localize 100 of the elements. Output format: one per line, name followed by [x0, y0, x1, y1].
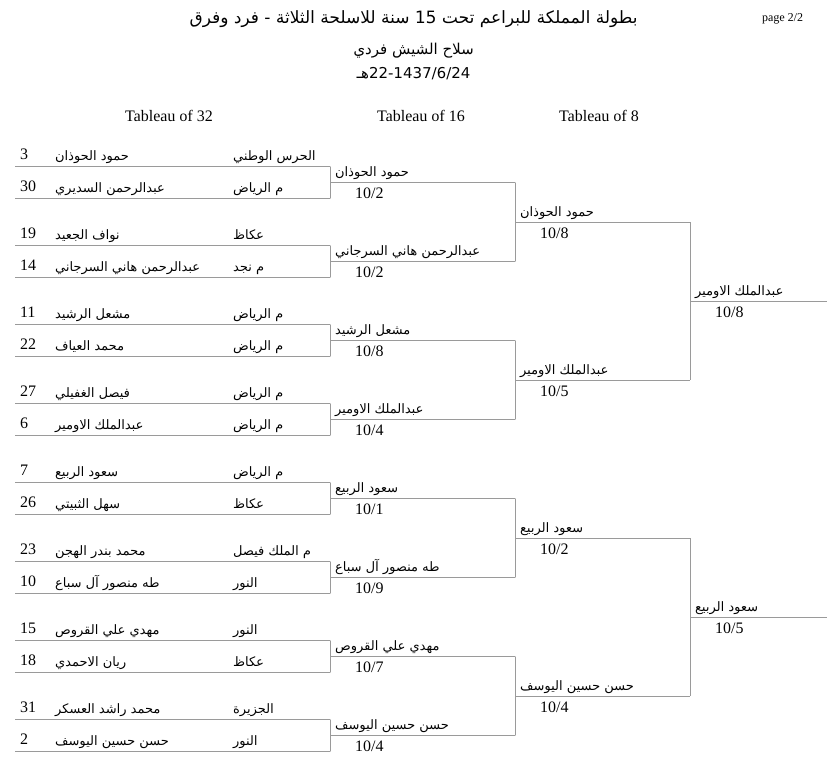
bout-score: 10/1	[355, 501, 384, 518]
fencer-name: سعود الربيع	[335, 481, 398, 496]
bracket-connector	[330, 166, 331, 183]
seed-number: 27	[20, 383, 36, 401]
bout-score: 10/8	[355, 343, 384, 360]
fencer-name: فيصل الغفيلي	[55, 386, 130, 401]
fencer-name: نواف الجعيد	[55, 228, 120, 243]
seed-number: 23	[20, 541, 36, 559]
bracket-connector	[330, 245, 331, 262]
fencer-name: طه منصور آل سباع	[55, 576, 160, 591]
fencer-name: سعود الربيع	[695, 600, 758, 614]
bracket-connector	[330, 403, 331, 420]
bracket-connector	[330, 656, 331, 673]
fencer-name: مشعل الرشيد	[335, 323, 410, 338]
fencer-name: محمد العياف	[55, 339, 124, 354]
club-name: م الرياض	[233, 418, 284, 433]
bracket-connector	[330, 182, 331, 199]
bout-score: 10/7	[355, 659, 384, 676]
bracket-connector	[690, 538, 691, 618]
bout-score: 10/2	[355, 185, 384, 202]
fencer-name: سعود الربيع	[520, 520, 584, 536]
bout-score: 10/5	[715, 620, 744, 636]
fencer-name: عبدالملك الاومير	[695, 284, 784, 298]
seed-number: 19	[20, 225, 36, 243]
bracket-connector	[515, 182, 516, 222]
club-name: م نجد	[233, 260, 264, 275]
club-name: م الرياض	[233, 307, 284, 322]
bracket-connector	[690, 616, 691, 696]
fencer-name: حمود الحوذان	[520, 204, 594, 220]
club-name: النور	[233, 734, 258, 749]
fencer-name: مهدي علي القروص	[335, 639, 440, 654]
bracket-connector	[330, 482, 331, 499]
bout-score: 10/8	[540, 224, 568, 242]
seed-number: 10	[20, 573, 36, 591]
fencer-name: حمود الحوذان	[55, 149, 129, 164]
bracket-connector	[515, 656, 516, 696]
seed-number: 7	[20, 462, 28, 480]
fencer-name: مشعل الرشيد	[55, 307, 130, 322]
fencer-name: حسن حسين اليوسف	[55, 734, 169, 749]
club-name: عكاظ	[233, 497, 264, 512]
bracket-connector	[330, 719, 331, 736]
seed-number: 15	[20, 620, 36, 638]
club-name: م الرياض	[233, 386, 284, 401]
fencer-name: مهدي علي القروص	[55, 623, 160, 638]
club-name: النور	[233, 623, 258, 638]
seed-number: 31	[20, 699, 36, 717]
fencer-name: حسن حسين اليوسف	[335, 718, 449, 733]
bracket-connector	[690, 222, 691, 302]
fencer-name: ريان الاحمدي	[55, 655, 126, 670]
seed-number: 2	[20, 731, 28, 749]
seed-number: 14	[20, 257, 36, 275]
fencer-name: سهل الثبيتي	[55, 497, 120, 512]
club-name: عكاظ	[233, 655, 264, 670]
club-name: م الملك فيصل	[233, 544, 311, 559]
column-heading: Tableau of 32	[125, 108, 213, 125]
fencer-name: عبدالرحمن هاني السرجاني	[335, 244, 480, 259]
bracket-connector	[330, 577, 331, 594]
seed-number: 22	[20, 336, 36, 354]
club-name: الجزيرة	[233, 702, 274, 717]
bracket-connector	[330, 340, 331, 357]
bout-score: 10/5	[540, 382, 568, 400]
club-name: م الرياض	[233, 465, 284, 480]
bracket-connector	[515, 538, 516, 578]
seed-number: 11	[20, 304, 36, 322]
bout-score: 10/4	[355, 422, 384, 439]
column-heading: Tableau of 16	[377, 108, 465, 125]
bracket-connector	[330, 640, 331, 657]
bracket-connector	[330, 561, 331, 578]
bracket-connector	[330, 735, 331, 752]
seed-number: 6	[20, 415, 28, 433]
fencer-name: عبدالملك الاومير	[335, 402, 424, 417]
subtitle: 22-1437/6/24هـ	[356, 64, 470, 82]
bout-score: 10/9	[355, 580, 384, 597]
bracket-connector	[330, 324, 331, 341]
bout-score: 10/4	[540, 698, 568, 716]
seed-number: 30	[20, 178, 36, 196]
seed-number: 3	[20, 146, 28, 164]
bracket-connector	[690, 300, 691, 380]
club-name: م الرياض	[233, 339, 284, 354]
subtitle: سلاح الشيش فردي	[353, 40, 474, 58]
seed-number: 18	[20, 652, 36, 670]
fencer-name: محمد راشد العسكر	[55, 702, 160, 717]
bracket-connector	[515, 380, 516, 420]
bracket-connector	[330, 419, 331, 436]
bout-score: 10/8	[715, 304, 744, 320]
bracket-connector	[515, 340, 516, 380]
bracket-connector	[330, 498, 331, 515]
bracket-connector	[515, 696, 516, 736]
fencer-name: عبدالملك الاومير	[520, 362, 608, 378]
club-name: الحرس الوطني	[233, 149, 316, 164]
fencer-name: حسن حسين اليوسف	[520, 678, 634, 694]
fencer-name: عبدالرحمن هاني السرجاني	[55, 260, 200, 275]
column-heading: Tableau of 8	[559, 108, 639, 125]
bout-score: 10/2	[540, 540, 568, 558]
bout-score: 10/2	[355, 264, 384, 281]
fencer-name: طه منصور آل سباع	[335, 560, 440, 575]
bout-score: 10/4	[355, 738, 384, 755]
fencer-name: سعود الربيع	[55, 465, 118, 480]
club-name: عكاظ	[233, 228, 264, 243]
fencer-name: عبدالرحمن السديري	[55, 181, 165, 196]
